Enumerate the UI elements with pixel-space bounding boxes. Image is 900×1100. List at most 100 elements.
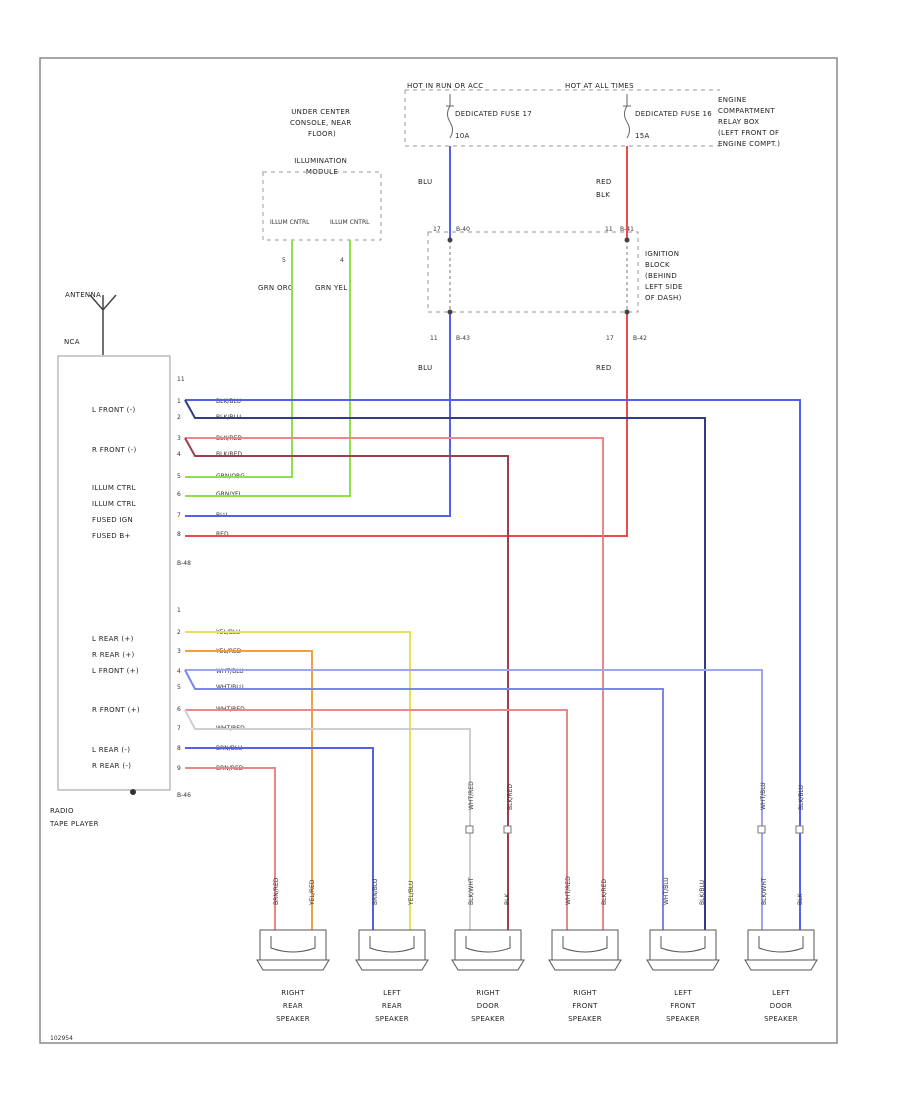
inline-connector-icon xyxy=(757,825,766,834)
diagram-frame xyxy=(39,57,838,1044)
wire-rrear-neg xyxy=(185,767,276,930)
fuse-16-rating: 15A xyxy=(635,132,650,140)
illum-pin-b-label: ILLUM CNTRL xyxy=(330,219,370,226)
door-wire-labels: WHT/RED BLK/RED WHT/BLU BLK/BLU xyxy=(465,781,805,834)
pin-num: 4 xyxy=(177,451,181,458)
wire-blu-bottom-label: BLU xyxy=(418,364,432,372)
speaker-name: FRONT xyxy=(670,1002,696,1010)
door-wire-label: WHT/RED xyxy=(468,781,475,810)
pin-num: 3 xyxy=(177,435,181,442)
speaker-name: RIGHT xyxy=(573,989,597,997)
speaker-name: RIGHT xyxy=(476,989,500,997)
wire-red-bottom-label: RED xyxy=(596,364,612,372)
inline-connector-icon xyxy=(795,825,804,834)
speaker-base-icon xyxy=(548,959,622,971)
fuse-16-symbol xyxy=(623,94,631,139)
wire-red-fused-b xyxy=(185,312,628,537)
pin-num: 4 xyxy=(177,668,181,675)
wire-grn-yel-label: GRN YEL xyxy=(315,284,347,292)
door-wire-label: BLK/RED xyxy=(507,784,514,810)
speaker-name: SPEAKER xyxy=(764,1015,798,1023)
hot-run-label: HOT IN RUN OR ACC xyxy=(407,82,483,90)
speaker-wire-label: BRN/RED xyxy=(273,877,280,905)
speaker-name: LEFT xyxy=(674,989,692,997)
illum-pin-b-num: 4 xyxy=(340,257,344,264)
ign-in-left-pin: 17 xyxy=(433,226,441,233)
wire-blu-top-label: BLU xyxy=(418,178,432,186)
fuse-17-rating: 10A xyxy=(455,132,470,140)
illum-pin-a-num: 5 xyxy=(282,257,286,264)
fuse-17-name: DEDICATED FUSE 17 xyxy=(455,110,532,118)
speaker-name: SPEAKER xyxy=(471,1015,505,1023)
pin-num: 7 xyxy=(177,512,181,519)
pin-num: 2 xyxy=(177,414,181,421)
radio-name-line1: RADIO xyxy=(50,807,74,815)
radio-pin-rfront-pos: R FRONT (+) xyxy=(92,706,140,714)
speaker-name: DOOR xyxy=(770,1002,792,1010)
engine-relay-box-label: ENGINE COMPARTMENT RELAY BOX (LEFT FRONT… xyxy=(718,96,782,148)
speaker-name: SPEAKER xyxy=(276,1015,310,1023)
wire-red-gauge-label: BLK xyxy=(596,191,610,199)
illum-pin-a-label: ILLUM CNTRL xyxy=(270,219,310,226)
ignition-block-label: IGNITION BLOCK (BEHIND LEFT SIDE OF DASH… xyxy=(645,250,685,302)
speaker-name: LEFT xyxy=(383,989,401,997)
radio-pin-rrear-pos: R REAR (+) xyxy=(92,651,135,659)
wire-grn-yel xyxy=(185,240,351,497)
radio-pin-lfront-neg: L FRONT (-) xyxy=(92,406,136,414)
speaker-name: REAR xyxy=(283,1002,303,1010)
pin-num: 8 xyxy=(177,531,181,538)
speaker-base-icon xyxy=(744,959,818,971)
radio-ground-dot xyxy=(130,789,136,795)
antenna-icon xyxy=(89,294,117,355)
speaker-base-icon xyxy=(646,959,720,971)
ign-out-left-pin: 11 xyxy=(430,335,438,342)
speaker-name: REAR xyxy=(382,1002,402,1010)
speaker-wire-label: BLK/BLU xyxy=(699,880,706,905)
wire-lfront-pos-2 xyxy=(184,669,664,930)
pin-num: 1 xyxy=(177,398,181,405)
speaker-base-icon xyxy=(256,959,330,971)
illum-module-location: UNDER CENTER CONSOLE, NEAR FLOOR) xyxy=(290,108,354,138)
wire-lrear-pos xyxy=(185,631,411,930)
speaker-icon xyxy=(649,929,717,961)
ign-conn-dot xyxy=(624,309,630,315)
speaker-cone-icon xyxy=(660,936,706,953)
speaker-wire-label: BLK/RED xyxy=(601,879,608,905)
speaker-cone-icon xyxy=(270,936,316,953)
speaker-wire-label: BLK/WHT xyxy=(468,877,475,905)
speaker-wire-label: WHT/BLU xyxy=(663,877,670,905)
wire-rfront-pos-2 xyxy=(184,709,471,930)
speaker-name: RIGHT xyxy=(281,989,305,997)
speaker-name: FRONT xyxy=(572,1002,598,1010)
radio-name-line2: TAPE PLAYER xyxy=(49,820,99,828)
speaker-wire-label: BLK/WHT xyxy=(761,877,768,905)
antenna-sub-label: NCA xyxy=(64,338,80,346)
speaker-cone-icon xyxy=(369,936,415,953)
ign-conn-dot xyxy=(447,237,453,243)
speaker-icon xyxy=(454,929,522,961)
pin-wire: BLK/BLU xyxy=(216,398,241,405)
pin-num: 5 xyxy=(177,684,181,691)
illumination-module-box xyxy=(262,171,382,241)
radio-pin-fused-ign: FUSED IGN xyxy=(92,516,133,524)
wire-lrear-neg xyxy=(185,747,374,930)
wire-lfront-pos-1 xyxy=(185,669,763,930)
wires xyxy=(184,146,801,930)
radio-tape-player-box xyxy=(57,355,171,791)
speaker-cone-icon xyxy=(562,936,608,953)
speaker-cone-icon xyxy=(465,936,511,953)
wire-grn-org-label: GRN ORG xyxy=(258,284,294,292)
hot-all-times-label: HOT AT ALL TIMES xyxy=(565,82,634,90)
pin-num: 6 xyxy=(177,491,181,498)
pin-num: 5 xyxy=(177,473,181,480)
wire-lfront-neg-1 xyxy=(185,399,801,930)
speaker-base-icon xyxy=(451,959,525,971)
speaker-icon xyxy=(358,929,426,961)
speaker-wire-label: BRN/BLU xyxy=(372,879,379,905)
speaker-name: SPEAKER xyxy=(375,1015,409,1023)
radio-pin-lfront-pos: L FRONT (+) xyxy=(92,667,139,675)
